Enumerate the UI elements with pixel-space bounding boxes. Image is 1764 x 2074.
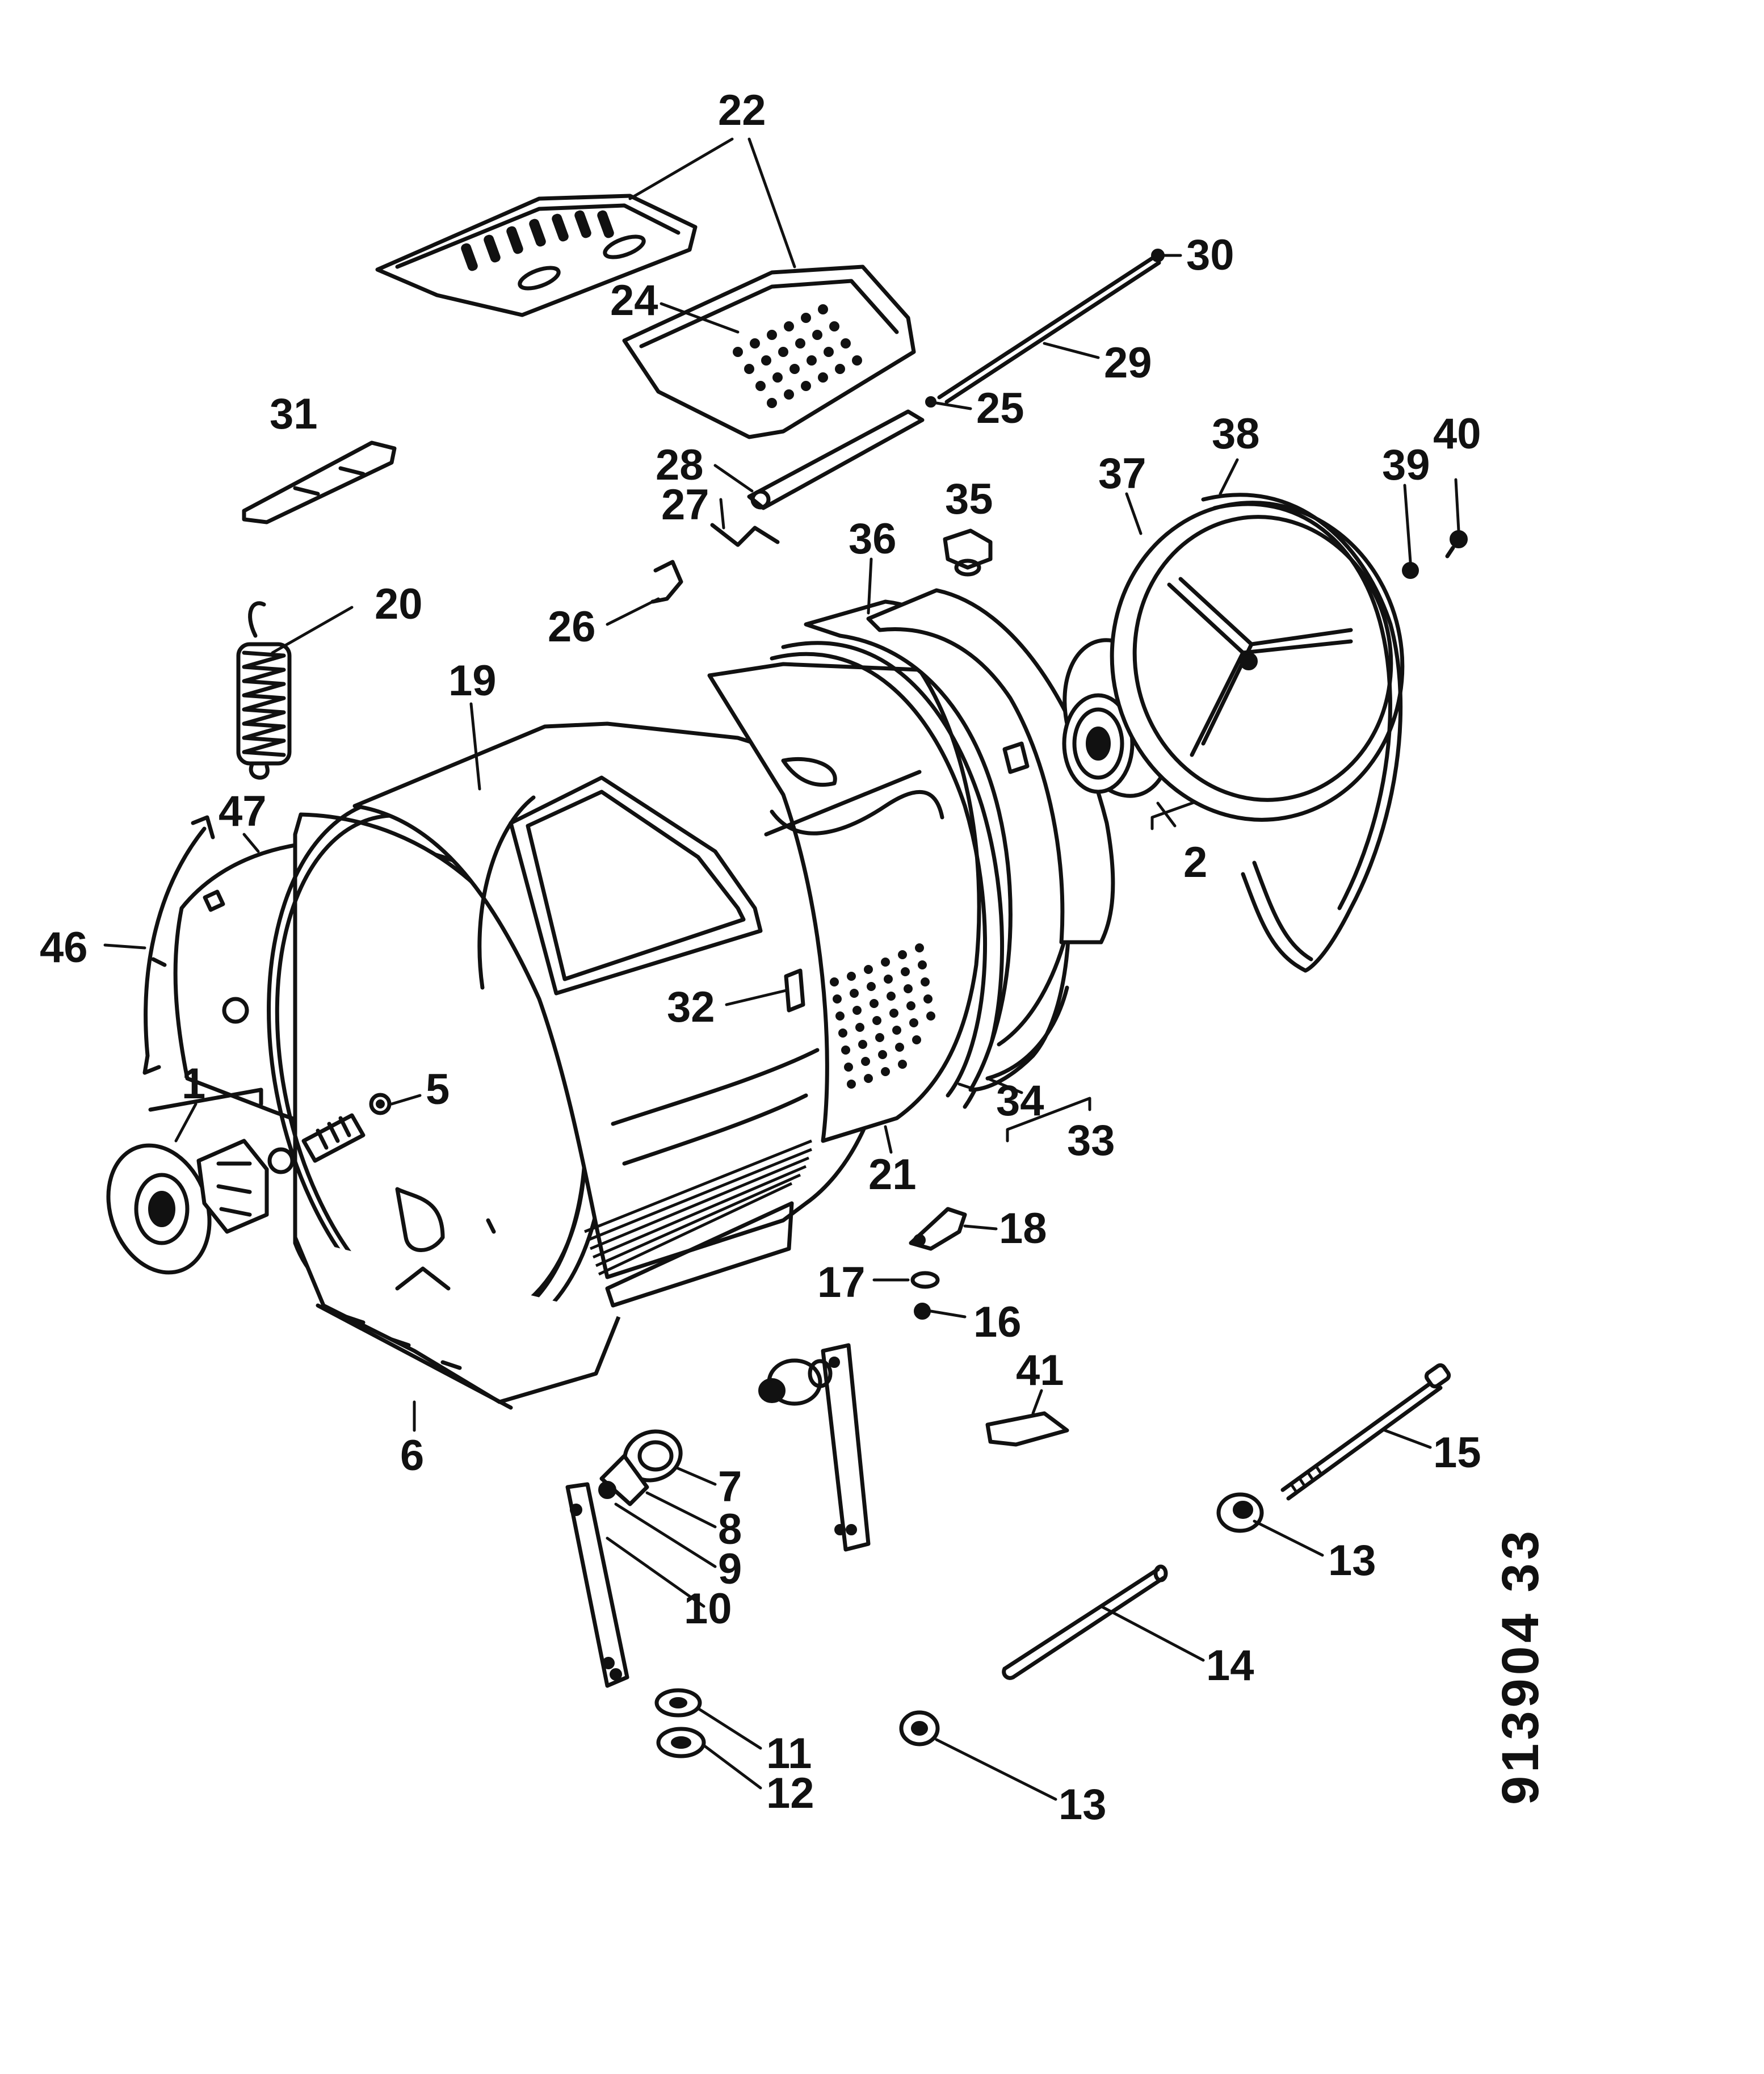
- callout-18: 18: [999, 1204, 1047, 1253]
- callout-24: 24: [610, 276, 658, 325]
- part-5-shaft: [301, 1093, 392, 1163]
- strap-right: [821, 1343, 871, 1552]
- part-27-clip: [710, 523, 780, 547]
- callout-8: 8: [718, 1505, 742, 1554]
- callout-46: 46: [40, 923, 88, 972]
- callout-16: 16: [973, 1298, 1022, 1346]
- callout-25: 25: [976, 384, 1024, 433]
- part-46-gasket: [142, 815, 215, 1075]
- document-number: 913904 33: [1492, 1527, 1549, 1805]
- part-7-9-bearing-cap: [598, 1429, 683, 1506]
- part-15-long-bolt: [1280, 1363, 1451, 1501]
- callout-41: 41: [1016, 1346, 1064, 1395]
- callout-5: 5: [426, 1065, 450, 1114]
- part-20-suspension-spring: [236, 601, 292, 780]
- callout-34: 34: [996, 1077, 1044, 1125]
- part-10-strap: [565, 1482, 629, 1688]
- callout-17: 17: [817, 1258, 866, 1307]
- callout-6: 6: [400, 1431, 424, 1480]
- callout-22: 22: [718, 86, 766, 135]
- part-41-clip: [985, 1411, 1069, 1447]
- part-37-drum-pulley: [1110, 501, 1405, 822]
- part-36-rear-shield: [866, 588, 1115, 944]
- part-22-lid-panels: [375, 194, 916, 439]
- callout-27: 27: [661, 481, 709, 529]
- callout-19: 19: [448, 657, 497, 705]
- callout-29: 29: [1104, 339, 1152, 387]
- part-31-bracket: [242, 440, 397, 524]
- part-18-bracket: [909, 1207, 967, 1251]
- callout-2: 2: [1183, 838, 1207, 887]
- callout-labels: 22 30 24 29 31 25 38 40 28 37 39 27 35 3…: [40, 86, 1481, 1829]
- hub-right: [758, 1358, 833, 1406]
- part-1-bearing-flange: [106, 1088, 295, 1275]
- callout-47: 47: [219, 787, 267, 836]
- callout-13-top: 13: [1328, 1536, 1376, 1585]
- callout-9: 9: [718, 1545, 742, 1593]
- callout-20: 20: [375, 580, 423, 628]
- callout-39: 39: [1382, 441, 1430, 489]
- callout-12: 12: [766, 1769, 814, 1817]
- callout-11: 11: [766, 1729, 812, 1778]
- part-11-nut: [654, 1688, 702, 1718]
- callout-1: 1: [182, 1060, 205, 1108]
- callout-32: 32: [667, 983, 715, 1031]
- part-12-washer: [656, 1727, 706, 1758]
- callout-33: 33: [1067, 1116, 1115, 1165]
- callout-21: 21: [868, 1151, 917, 1199]
- callout-7: 7: [718, 1463, 742, 1511]
- callout-28: 28: [656, 441, 704, 489]
- part-16-nut: [914, 1303, 931, 1320]
- callout-37: 37: [1098, 450, 1146, 498]
- callout-35: 35: [945, 475, 993, 523]
- callout-13-bottom: 13: [1059, 1781, 1107, 1829]
- part-13-bushing-top: [1216, 1492, 1264, 1533]
- part-14-rod: [1002, 1564, 1168, 1680]
- callout-26: 26: [548, 603, 596, 651]
- callout-14: 14: [1206, 1641, 1254, 1690]
- callout-10: 10: [684, 1585, 732, 1633]
- part-17-washer: [910, 1271, 940, 1289]
- part-40-screw: [1445, 530, 1468, 559]
- callout-15: 15: [1433, 1429, 1481, 1477]
- part-39-washer: [1402, 562, 1419, 579]
- part-26-clip: [650, 560, 683, 604]
- part-13-bushing-bottom: [899, 1710, 940, 1746]
- leader-lines: [103, 137, 1460, 1801]
- callout-40: 40: [1433, 410, 1481, 458]
- part-28-hinge-bar: [747, 396, 936, 510]
- part-38-drive-belt: [1201, 493, 1403, 973]
- part-19-tub-body: [352, 721, 894, 1308]
- part-21-drum: [707, 662, 981, 1143]
- part-35-nut: [943, 528, 993, 577]
- callout-31: 31: [270, 390, 318, 438]
- callout-36: 36: [849, 515, 897, 563]
- callout-38: 38: [1212, 410, 1260, 458]
- callout-30: 30: [1186, 231, 1234, 279]
